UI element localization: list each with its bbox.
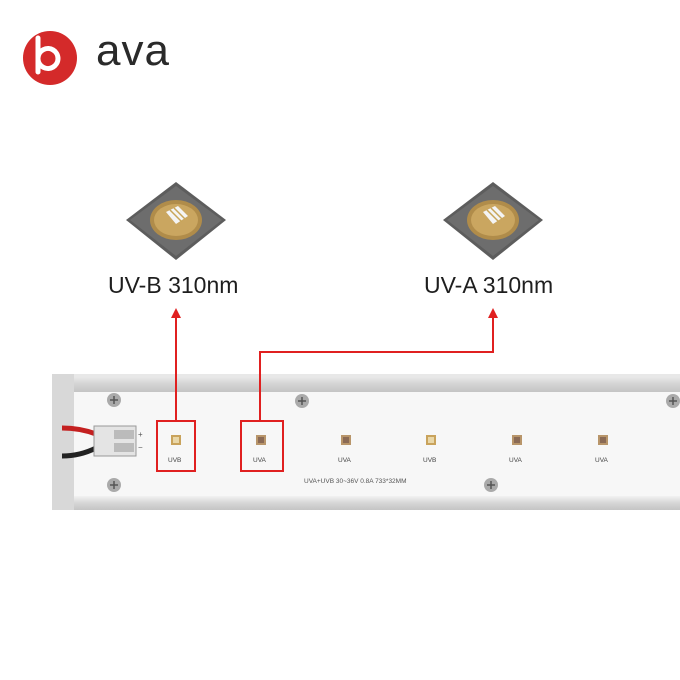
led-label: UVA — [509, 457, 522, 464]
led-label: UVA — [253, 457, 266, 464]
screw-icon — [666, 394, 680, 408]
brand-logo-text: ava — [96, 26, 170, 75]
led-uva-4 — [598, 435, 608, 445]
led-label: UVA — [595, 457, 608, 464]
uvb-callout-label: UV-B 310nm — [108, 272, 239, 298]
screw-icon — [107, 393, 121, 407]
uva-callout-label: UV-A 310nm — [424, 272, 554, 298]
screw-icon — [295, 394, 309, 408]
led-uvb-2 — [426, 435, 436, 445]
led-label: UVB — [423, 457, 437, 464]
led-label: UVB — [168, 457, 182, 464]
screw-icon — [484, 478, 498, 492]
led-uva-1 — [256, 435, 266, 445]
polarity-minus: − — [138, 443, 143, 452]
screw-icon — [107, 478, 121, 492]
pcb-spec-text: UVA+UVB 30~36V 0.8A 733*32MM — [304, 478, 407, 485]
uvb-led-chip-image — [126, 182, 226, 260]
uva-highlight-box — [240, 420, 284, 472]
brand-logo-icon — [23, 31, 77, 85]
polarity-plus: + — [138, 430, 143, 439]
led-uva-2 — [341, 435, 351, 445]
led-uvb-1 — [171, 435, 181, 445]
led-uva-3 — [512, 435, 522, 445]
uva-led-chip-image — [443, 182, 543, 260]
uvb-highlight-box — [156, 420, 196, 472]
led-label: UVA — [338, 457, 351, 464]
brand-logo: ava — [22, 26, 182, 88]
